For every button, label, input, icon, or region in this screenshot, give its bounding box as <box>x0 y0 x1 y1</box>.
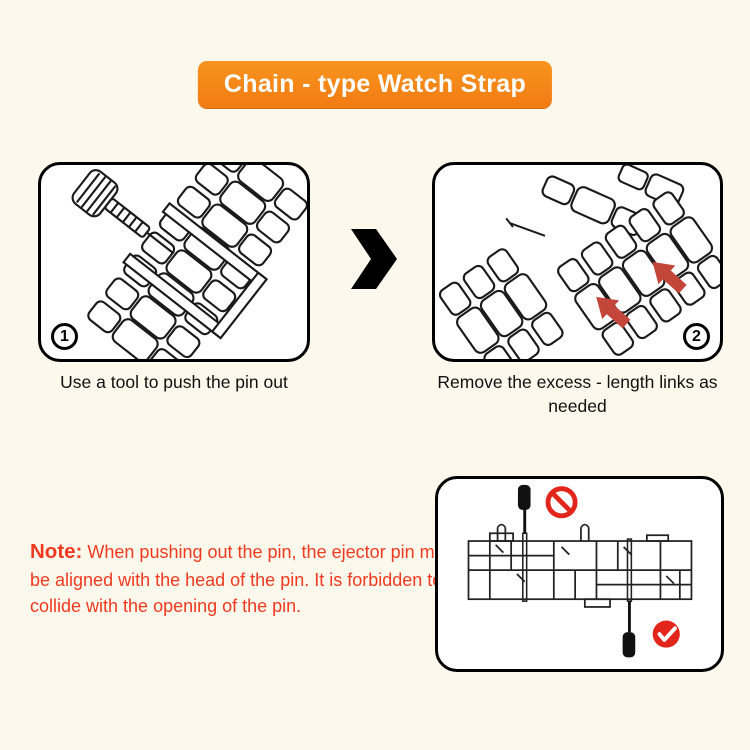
title-banner: Chain - type Watch Strap <box>197 61 553 108</box>
alignment-detail-panel <box>435 476 724 672</box>
spring-bar-fork <box>580 523 590 542</box>
top-ejector-pin-icon <box>517 484 531 534</box>
pin-alignment-illustration <box>467 484 693 658</box>
detached-link-piece <box>617 165 685 208</box>
check-icon <box>652 620 680 648</box>
page-title: Chain - type Watch Strap <box>223 70 527 98</box>
red-arrow-icon <box>652 261 687 294</box>
note-label: Note: <box>30 540 83 563</box>
step2-caption: Remove the excess - length links as need… <box>437 372 718 416</box>
note-body: When pushing out the pin, the ejector pi… <box>30 542 459 616</box>
chevron-right-icon <box>351 229 399 289</box>
loose-pin-icon <box>505 217 546 237</box>
link-removal-illustration <box>438 165 720 359</box>
red-arrow-icon <box>596 296 631 329</box>
ejector-pin <box>146 231 175 255</box>
step1-panel: 1 <box>38 162 310 362</box>
step2-number-badge: 2 <box>683 323 710 350</box>
bracelet-band <box>557 191 720 356</box>
bracelet-band-segment <box>438 248 564 359</box>
step2-number: 2 <box>692 327 701 345</box>
tool-frame-side <box>210 271 269 340</box>
shaft-threads <box>109 202 144 233</box>
bracelet-cross-section <box>467 523 693 608</box>
pin-pusher-tool-icon <box>71 169 269 340</box>
bracelet-band <box>87 165 307 359</box>
bottom-ejector-pin-icon <box>622 601 636 658</box>
step2-panel: 2 <box>432 162 723 362</box>
step1-caption: Use a tool to push the pin out <box>60 372 288 392</box>
spring-bar-fork <box>496 523 507 542</box>
prohibition-icon <box>545 486 578 519</box>
knob-knurling <box>75 172 117 216</box>
step1-number-badge: 1 <box>51 323 78 350</box>
link-pin <box>522 532 528 602</box>
step1-number: 1 <box>60 327 69 345</box>
note-block: Note: When pushing out the pin, the ejec… <box>30 537 462 619</box>
pin-removal-illustration <box>71 165 307 359</box>
